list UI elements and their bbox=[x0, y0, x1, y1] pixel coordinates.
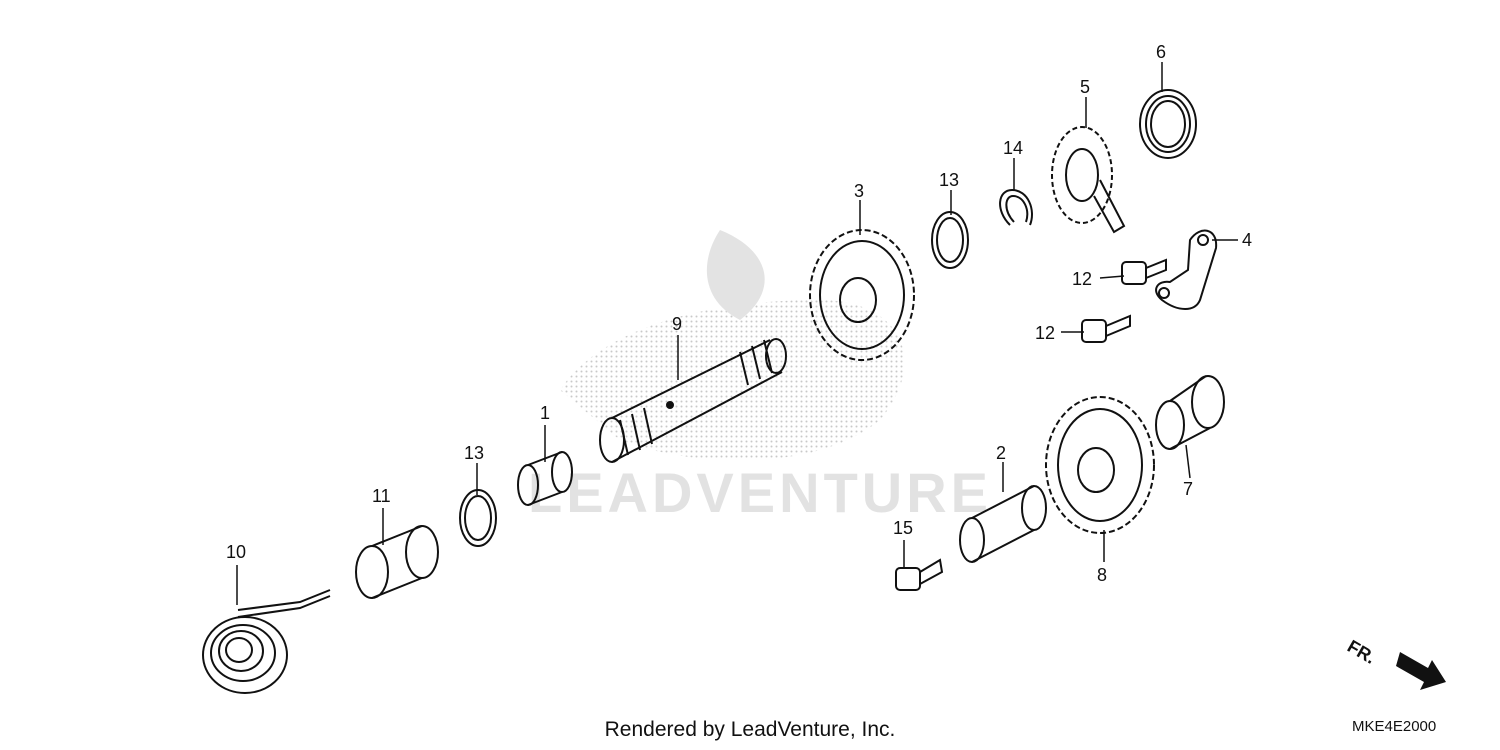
callout-9: 9 bbox=[672, 314, 683, 334]
callout-14: 14 bbox=[1003, 138, 1024, 158]
callout-13-left: 13 bbox=[464, 443, 485, 463]
callout-15: 15 bbox=[893, 518, 914, 538]
part-5-ratchet bbox=[1051, 126, 1126, 234]
footer-credit: Rendered by LeadVenture, Inc. bbox=[604, 718, 896, 741]
drawing-code: MKE4E2000 bbox=[1352, 718, 1437, 735]
part-13-washer-upper bbox=[931, 211, 969, 269]
part-8-gear bbox=[1045, 396, 1155, 534]
part-9-shaft bbox=[599, 338, 787, 463]
callout-7: 7 bbox=[1183, 479, 1194, 499]
callout-3: 3 bbox=[854, 181, 865, 201]
callout-10: 10 bbox=[226, 542, 247, 562]
part-11-collar bbox=[355, 525, 439, 599]
part-2-sleeve bbox=[959, 485, 1047, 563]
svg-text:LEADVENTURE: LEADVENTURE bbox=[528, 461, 992, 524]
callout-13-upper: 13 bbox=[939, 170, 960, 190]
callout-5: 5 bbox=[1080, 77, 1091, 97]
leader-lines bbox=[236, 62, 1238, 605]
part-4-plate bbox=[1155, 229, 1218, 310]
part-7-bushing bbox=[1155, 375, 1225, 450]
part-12-bolt-upper bbox=[1121, 258, 1167, 285]
part-6-ring bbox=[1139, 89, 1197, 159]
callout-1: 1 bbox=[540, 403, 551, 423]
part-15-bolt bbox=[895, 558, 944, 591]
callout-8: 8 bbox=[1097, 565, 1108, 585]
part-12-bolt-lower bbox=[1081, 314, 1131, 343]
callout-6: 6 bbox=[1156, 42, 1167, 62]
part-13-washer-left bbox=[459, 489, 497, 547]
front-arrow-icon bbox=[1396, 652, 1446, 690]
callout-12-upper: 12 bbox=[1072, 269, 1093, 289]
callout-4: 4 bbox=[1242, 230, 1253, 250]
part-3-gear bbox=[809, 229, 915, 361]
callout-12-lower: 12 bbox=[1035, 323, 1056, 343]
part-10-spring bbox=[202, 589, 331, 694]
part-14-circlip bbox=[999, 188, 1033, 226]
callout-2: 2 bbox=[996, 443, 1007, 463]
callout-11: 11 bbox=[372, 486, 391, 506]
